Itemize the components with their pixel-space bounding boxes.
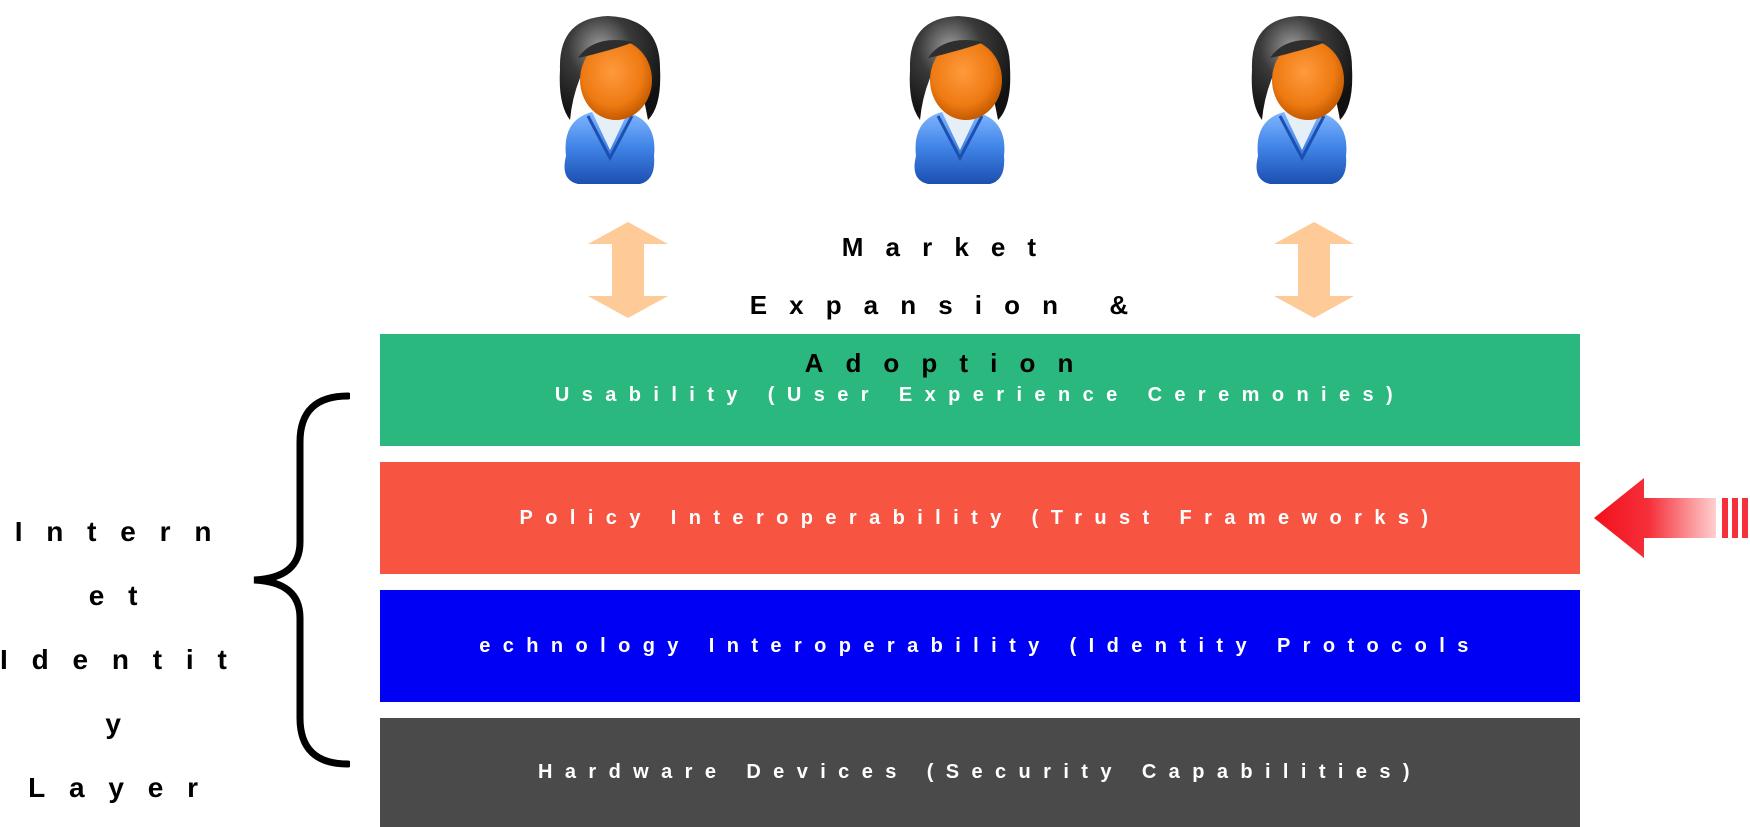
user-person-icon-1 [548,8,670,198]
usability-layer-label: Usability (User Experience Ceremonies) [554,384,1406,406]
policy-interoperability-layer: Policy Interoperability (Trust Framework… [380,462,1580,574]
hardware-devices-layer: Hardware Devices (Security Capabilities) [380,718,1580,827]
internet-label-line-3: Identit [0,644,251,675]
internet-label-line-2: et [88,580,162,611]
usability-layer: Usability (User Experience Ceremonies) [380,334,1580,446]
hardware-layer-label: Hardware Devices (Security Capabilities) [538,761,1422,783]
internet-label-line-4: y [105,708,145,739]
double-headed-arrow-icon-right [1272,220,1356,320]
technology-layer-label: echnology Interoperability (Identity Pro… [479,634,1481,657]
market-title-line-3: Adoption [804,348,1096,378]
double-headed-arrow-icon-left [586,220,670,320]
market-expansion-title: Market Expansion & Adoption [700,218,1200,392]
internet-label-line-5: Layer [28,772,222,803]
market-title-line-2: Expansion & [749,290,1151,320]
red-left-arrow-icon [1594,478,1750,558]
policy-layer-label: Policy Interoperability (Trust Framework… [519,506,1441,529]
internet-label-line-1: Intern [14,516,236,547]
user-person-icon-2 [898,8,1020,198]
market-title-line-1: Market [841,232,1059,262]
user-person-icon-3 [1240,8,1362,198]
technology-interoperability-layer: echnology Interoperability (Identity Pro… [380,590,1580,702]
internet-identity-layer-label: Intern et Identit y Layer [0,500,250,820]
curly-brace-icon [240,392,350,768]
